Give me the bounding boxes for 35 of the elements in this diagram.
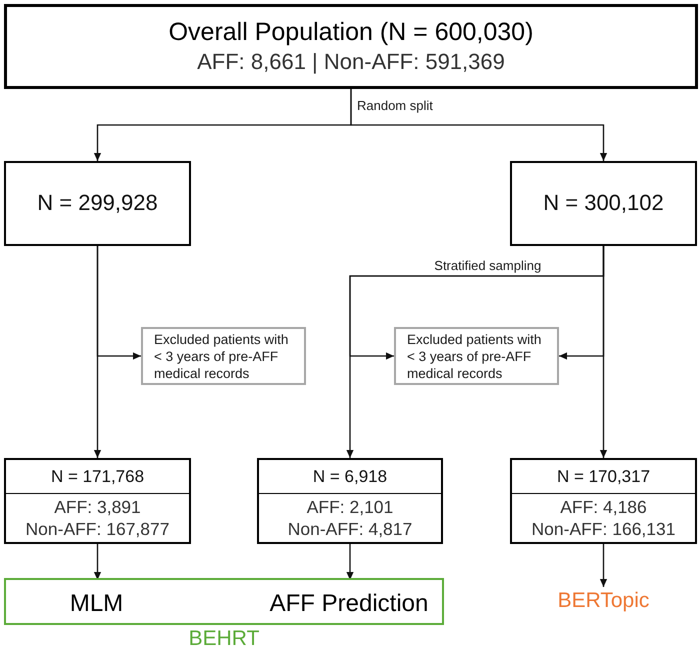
model-label: BERTopic (558, 588, 650, 614)
class-count: Non-AFF: 166,131 (532, 518, 676, 540)
cohort-count: N = 6,918 (259, 460, 441, 494)
cohort-count: N = 300,102 (543, 190, 664, 217)
cohort-box (510, 161, 697, 246)
population-box (4, 4, 698, 89)
cohort-count: N = 171,768 (6, 460, 189, 494)
arrow (600, 246, 608, 458)
arrow (94, 246, 102, 458)
group-title: BEHRT (188, 628, 260, 650)
class-count: Non-AFF: 167,877 (26, 518, 170, 540)
arrow (350, 89, 608, 161)
cohort-box (4, 458, 191, 544)
population-title: Overall Population (N = 600,030) (168, 18, 534, 48)
class-count: AFF: 2,101 (306, 496, 394, 518)
arrow (346, 544, 354, 580)
edge-label: Stratified sampling (434, 258, 542, 273)
cohort-box (510, 458, 697, 544)
exclusion-box (394, 327, 559, 385)
cohort-count: N = 170,317 (512, 460, 695, 494)
task-label: AFF Prediction (270, 590, 428, 618)
class-breakdown: AFF: 8,661 | Non-AFF: 591,369 (197, 49, 505, 75)
exclusion-box (141, 327, 306, 385)
cohort-box (257, 458, 443, 544)
class-count: Non-AFF: 4,817 (288, 518, 412, 540)
arrow (600, 544, 608, 587)
exclusion-criteria: Excluded patients with < 3 years of pre-AFF medical records (407, 330, 542, 382)
class-count: AFF: 4,186 (560, 496, 647, 518)
edge-label: Random split (357, 98, 433, 113)
task-label: MLM (70, 590, 124, 618)
cohort-box (4, 161, 191, 246)
cohort-count: N = 299,928 (37, 190, 158, 217)
class-count: AFF: 3,891 (54, 496, 141, 518)
exclusion-criteria: Excluded patients with < 3 years of pre-AFF medical records (154, 330, 290, 382)
arrow (94, 544, 102, 580)
